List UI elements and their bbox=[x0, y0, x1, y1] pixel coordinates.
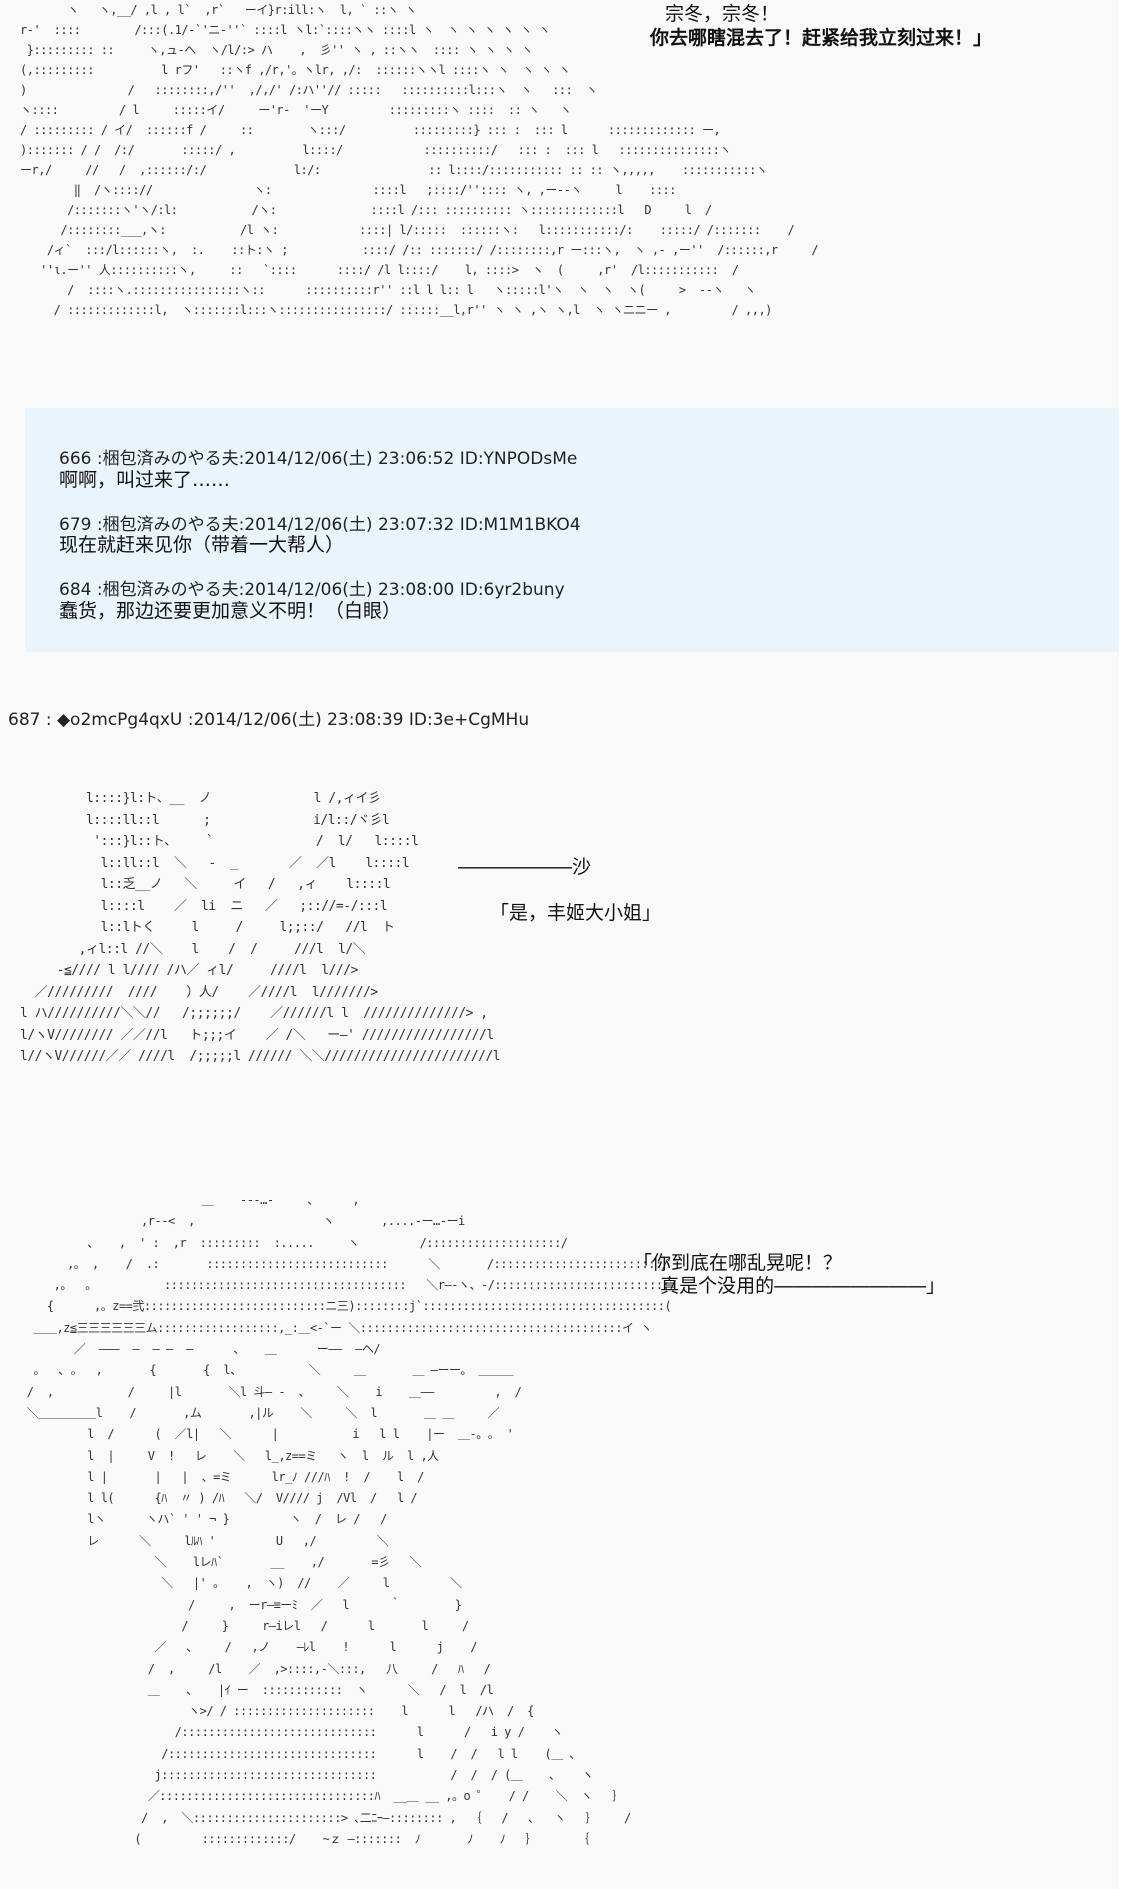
middle-ascii-art-line: l//ヽV//////／／ ////l /;;;;;l ////// ＼＼///… bbox=[20, 1049, 501, 1064]
bottom-ascii-art-line: / , / |l ＼l 斗― - 、 ＼ i ＿―― , / bbox=[20, 1384, 522, 1399]
bottom-ascii-art-line: ,。 , / .: ::::::::::::::::::::::::::: ＼ … bbox=[20, 1256, 669, 1271]
top-ascii-art-line: ) / ::::::::,/'' ,/,/' /:ハ''// ::::: :::… bbox=[20, 83, 598, 97]
bottom-ascii-art-line: lヽ ヽハ` ' ' ¬ } ヽ / レ / / bbox=[20, 1512, 387, 1527]
middle-ascii-art-line: ,ィl::l //＼ l / / ///l l/＼ bbox=[20, 941, 366, 957]
bottom-ascii-art-line: l l( {ﾊ 〃 ) /ﾊ ＼/ V//// j /Vl / l / bbox=[20, 1491, 418, 1506]
top-ascii-art-line: ''ι.ー'' 人::::::::::ヽ, :: `:::: ::::/ /l … bbox=[20, 263, 739, 277]
middle-ascii-art-line: ':::}l::ト、 ` / l/ l::::l bbox=[20, 834, 419, 849]
top-ascii-art-line: /ィ` :::/l::::::ヽ, :. ::ト:ヽ ; ::::/ /:: :… bbox=[20, 243, 819, 257]
reply-header: 679 :梱包済みのやる夫:2014/12/06(土) 23:07:32 ID:… bbox=[59, 515, 581, 535]
middle-ascii-art-line: ／///////// //// ）人/ ／////l l///////> bbox=[20, 984, 379, 1000]
bottom-speech-line-2: 真是个没用的――――――――」 bbox=[648, 1275, 946, 1297]
bottom-ascii-art-line: 。 ､ 。 , { { l、 ＼ ＿ ＿ ―ーー。 ＿＿＿ bbox=[20, 1363, 514, 1378]
reply-header: 684 :梱包済みのやる夫:2014/12/06(土) 23:08:00 ID:… bbox=[59, 580, 565, 600]
reply-box: 666 :梱包済みのやる夫:2014/12/06(土) 23:06:52 ID:… bbox=[25, 408, 1125, 652]
bottom-ascii-art-line: / } r―iレl / l l / bbox=[20, 1618, 469, 1633]
middle-ascii-art-line: l ハ//////////＼＼// /;;;;;;/ ／//////l l //… bbox=[20, 1006, 488, 1021]
top-ascii-art-line: /:::::::ヽ'ヽ/:l: /ヽ: ::::l /::: :::::::::… bbox=[20, 203, 712, 217]
bottom-ascii-art-line: 、 , ' : ,r ::::::::: :..... ヽ /:::::::::… bbox=[20, 1235, 568, 1250]
top-ascii-art-line: / ::::ヽ.::::::::::::::::ヽ:: ::::::::::r'… bbox=[20, 283, 756, 297]
top-ascii-art: ヽ ヽ,__/ ,l , l` ,r` ーイ}r:ill:ヽ l, ` ::ヽ … bbox=[20, 0, 819, 320]
middle-ascii-art-line: l::ll::l ＼ - _ ／ ／l l::::l bbox=[20, 855, 410, 871]
bottom-ascii-art-line: l | V ! レ ＼ l_,z==ミ ヽ l ル l ,人 bbox=[20, 1448, 439, 1463]
bottom-ascii-art-line: / , /l ／ ,>::::,-＼:::, 八 / ﾊ / bbox=[20, 1661, 491, 1676]
top-ascii-art-line: r-' :::: /:::(.1/-`'ニ-''` ::::l ヽl:`::::… bbox=[20, 23, 550, 37]
bottom-ascii-art: ＿ ---…- 、 , ,r--< , ヽ ,....-ー…-ーi 、 , ' … bbox=[20, 1190, 677, 1850]
bottom-speech-line-1: 「你到底在哪乱晃呢！？ bbox=[633, 1252, 843, 1274]
top-ascii-art-line: )::::::: / / /:/ :::::/ , l::::/ :::::::… bbox=[20, 143, 731, 157]
reply-body: 啊啊，叫过来了…… bbox=[59, 469, 231, 491]
bottom-ascii-art-line: ＼ |' ｡ , ヽ) // ／ l ＼ bbox=[20, 1576, 462, 1591]
reply-header: 666 :梱包済みのやる夫:2014/12/06(土) 23:06:52 ID:… bbox=[59, 449, 578, 469]
middle-ascii-art-line: l/ヽV//////// ／／//l ト;;;イ ／ /＼ ー―' //////… bbox=[20, 1027, 494, 1043]
top-ascii-art-line: / :::::::::::::l, ヽ:::::::l:::ヽ:::::::::… bbox=[20, 303, 773, 317]
bottom-ascii-art-line: { ,。z==弐:::::::::::::::::::::::::::ニ三)::… bbox=[20, 1299, 672, 1314]
top-speech-line-2: 你去哪瞎混去了！赶紧给我立刻过来！」 bbox=[650, 27, 993, 49]
top-ascii-art-line: / ::::::::: / イ/ ::::::f / :: ヽ:::/ ::::… bbox=[20, 123, 721, 137]
middle-ascii-art: l::::}l:ト、__ ノ l /,ィイ彡 l::::ll::l ; i/l:… bbox=[20, 788, 501, 1068]
top-ascii-art-line: }::::::::: :: ヽ,ュ-へ ヽ/l/:> ハ , 彡'' ヽ , :… bbox=[20, 43, 533, 57]
bottom-ascii-art-line: ／ 、 / ,ノ ―ﾚl ! l j / bbox=[20, 1640, 477, 1655]
post-header: 687 : ◆o2mcPg4qxU :2014/12/06(土) 23:08:3… bbox=[8, 710, 530, 730]
bottom-ascii-art-line: ＿ ---…- 、 , bbox=[20, 1193, 360, 1207]
bottom-ascii-art-line: ,。 。 :::::::::::::::::::::::::::::::::::… bbox=[20, 1278, 677, 1293]
bottom-ascii-art-line: ( :::::::::::::/ ~ｚ ―::::::: ﾉ ﾉ ﾉ ｝ ｛ bbox=[20, 1831, 589, 1846]
middle-ascii-art-line: l::lトく l / l;;::/ //l ト bbox=[20, 920, 395, 935]
top-speech-line-1: 宗冬，宗冬！ bbox=[665, 3, 780, 25]
top-ascii-art-line: ヽ ヽ,__/ ,l , l` ,r` ーイ}r:ill:ヽ l, ` ::ヽ … bbox=[20, 3, 417, 17]
middle-ascii-art-line: l::::ll::l ; i/l::/ヾ彡l bbox=[20, 812, 390, 828]
middle-ascii-art-line: l::::}l:ト、__ ノ l /,ィイ彡 bbox=[20, 791, 381, 806]
bottom-ascii-art-line: ＿ 、 |ｲ ー :::::::::::: ヽ ＼ / l /l bbox=[20, 1682, 494, 1697]
top-ascii-art-line: ーr,/ // / ,::::::/:/ l:/: :: l::::/:::::… bbox=[20, 163, 768, 177]
bottom-ascii-art-line: ＼ lレﾊ` __ ,/ =彡 ＼ bbox=[20, 1555, 422, 1570]
bottom-ascii-art-line: ＿＿,z≦三三三三三三ム::::::::::::::::::,_:＿<-`ー ＼… bbox=[20, 1320, 652, 1335]
bottom-ascii-art-line: レ ＼ lﾙﾊ ' U ,/ ＼ bbox=[20, 1533, 389, 1548]
right-edge-strip bbox=[1119, 0, 1125, 1889]
reply-body: 蠢货，那边还要更加意义不明！（白眼） bbox=[59, 600, 402, 622]
bottom-ascii-art-line: l / ( ／l| ＼ | i l l |ー ＿-。｡ ' bbox=[20, 1427, 514, 1442]
bottom-ascii-art-line: ,r--< , ヽ ,....-ー…-ーi bbox=[20, 1214, 465, 1229]
top-ascii-art-line: /::::::::___,ヽ: /l ヽ: ::::| l/::::: ::::… bbox=[20, 223, 795, 237]
bottom-ascii-art-line: l | | | 、=ミ lr_ﾉ ///ﾊ ! / l / bbox=[20, 1469, 424, 1484]
bottom-ascii-art-line: / , ーr―≡ーﾐ ／ l ｀ } bbox=[20, 1597, 462, 1612]
top-ascii-art-line: ‖ /ヽ::::// ヽ: ::::l ;::::/'':::: ヽ, ,ー--… bbox=[20, 183, 677, 197]
bottom-ascii-art-line: j:::::::::::::::::::::::::::::::: / / / … bbox=[20, 1768, 594, 1783]
bottom-ascii-art-line: ／ ――― ― ― ― ― 、 ＿ ー―― ―ヘ/ bbox=[20, 1342, 381, 1357]
bottom-ascii-art-line: /::::::::::::::::::::::::::::: l / i y /… bbox=[20, 1725, 564, 1740]
middle-speech-line: 「是，丰姬大小姐」 bbox=[490, 902, 662, 924]
middle-ascii-art-line: l::::l ／ li ニ ／ ;:://=-/:::l bbox=[20, 898, 388, 914]
reply-body: 现在就赶来见你（带着一大帮人） bbox=[59, 534, 345, 556]
bottom-ascii-art-line: ／::::::::::::::::::::::::::::::::ﾊ __＿ _… bbox=[20, 1789, 625, 1804]
bottom-ascii-art-line: / , ＼::::::::::::::::::::::> ､二ﾆｰ―::::::… bbox=[20, 1810, 631, 1825]
middle-ascii-art-line: l::乏__ノ ＼ イ / ,ィ l::::l bbox=[20, 877, 391, 892]
top-ascii-art-line: ヽ:::: / l :::::イ/ ー'r- 'ーY :::::::::ヽ ::… bbox=[20, 103, 572, 117]
bottom-ascii-art-line: ヽ>/ / ::::::::::::::::::::: l l /ハ / { bbox=[20, 1704, 534, 1719]
middle-ascii-art-line: -≦//// l l//// /ハ／ ィl/ ////l l///> bbox=[20, 963, 359, 978]
top-ascii-art-line: (,::::::::: l rフ' ::ヽf ,/r,'。ヽlr, ,/: ::… bbox=[20, 63, 571, 77]
middle-speech-sound: ――――――沙 bbox=[458, 856, 592, 878]
bottom-ascii-art-line: /::::::::::::::::::::::::::::::: l / / l… bbox=[20, 1746, 575, 1761]
bottom-ascii-art-line: ＼＿＿＿＿＿l / ,ム ,|ル ＼ ＼ l ＿ ＿ ／ bbox=[20, 1405, 500, 1420]
